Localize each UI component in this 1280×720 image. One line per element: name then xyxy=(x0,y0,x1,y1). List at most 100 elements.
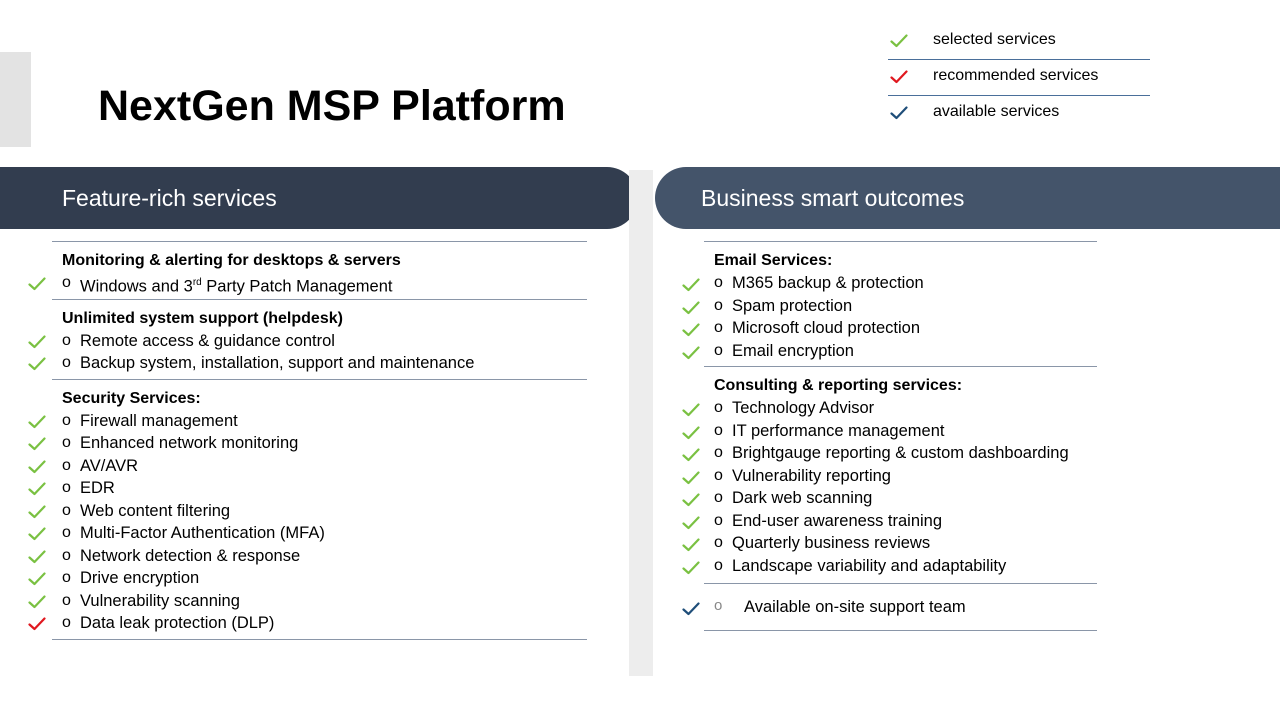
bullet-icon: o xyxy=(714,597,723,614)
legend-label: selected services xyxy=(933,31,1056,48)
bullet-icon: o xyxy=(62,434,71,451)
check-icon xyxy=(28,482,46,496)
section-title: Consulting & reporting services: xyxy=(714,377,963,394)
service-label-sup: rd xyxy=(192,277,202,288)
check-icon xyxy=(682,345,700,360)
service-item: o Vulnerability scanning xyxy=(28,590,587,613)
service-item: o Web content filtering xyxy=(28,500,587,523)
bullet-icon: o xyxy=(62,501,71,519)
bullet-icon: o xyxy=(62,479,71,496)
service-item: o Data leak protection (DLP) xyxy=(28,612,587,635)
service-section: Monitoring & alerting for desktops & ser… xyxy=(28,241,587,299)
title-rest: Platform xyxy=(379,82,566,130)
service-label: Email encryption xyxy=(732,341,854,360)
accent-block xyxy=(0,52,31,147)
legend: selected services recommended services a… xyxy=(888,24,1150,132)
bullet-icon: o xyxy=(62,524,71,541)
legend-label: recommended services xyxy=(933,67,1099,84)
service-label: Web content filtering xyxy=(80,501,231,520)
bullet-icon: o xyxy=(714,296,723,314)
service-label: Enhanced network monitoring xyxy=(80,434,299,452)
section-title: Security Services: xyxy=(62,389,201,407)
check-icon xyxy=(28,334,46,349)
service-label: Technology Advisor xyxy=(732,399,875,417)
check-icon xyxy=(682,323,700,337)
bullet-icon: o xyxy=(62,354,71,371)
service-label: Vulnerability scanning xyxy=(80,591,240,610)
service-label: Remote access & guidance control xyxy=(80,331,335,350)
service-label: Quarterly business reviews xyxy=(732,534,931,552)
banner-feature-rich-services: Feature-rich services xyxy=(0,167,638,229)
bullet-icon: o xyxy=(714,511,723,529)
check-icon xyxy=(682,538,700,552)
check-icon xyxy=(28,549,46,564)
bullet-icon: o xyxy=(62,546,71,564)
check-icon xyxy=(28,357,46,371)
service-label: EDR xyxy=(80,479,115,497)
bullet-icon: o xyxy=(714,319,723,336)
feature-services-column: Monitoring & alerting for desktops & ser… xyxy=(28,241,587,640)
check-icon xyxy=(682,278,700,292)
onsite-support-row: o Available on-site support team xyxy=(682,583,1097,631)
bullet-icon: o xyxy=(714,421,723,439)
check-icon xyxy=(890,34,908,48)
service-label: Drive encryption xyxy=(80,569,200,587)
check-icon xyxy=(28,459,46,474)
check-icon xyxy=(682,403,700,417)
bullet-icon: o xyxy=(714,341,723,359)
service-label: Data leak protection (DLP) xyxy=(80,614,275,632)
service-label: Backup system, installation, support and… xyxy=(80,354,475,372)
check-icon xyxy=(682,493,700,507)
service-label-text: Windows and 3 xyxy=(80,277,193,296)
service-item: o Multi-Factor Authentication (MFA) xyxy=(28,522,587,545)
check-icon xyxy=(682,515,700,530)
service-section: Consulting & reporting services: o Technol… xyxy=(682,366,1097,581)
check-icon xyxy=(28,572,46,586)
banner-business-smart-outcomes: Business smart outcomes xyxy=(655,167,1280,229)
check-icon xyxy=(682,470,700,485)
service-label: Landscape variability and adaptability xyxy=(732,556,1007,575)
check-icon xyxy=(28,617,46,631)
service-label: IT performance management xyxy=(732,421,945,440)
bullet-icon: o xyxy=(714,489,723,506)
bullet-icon: o xyxy=(62,569,71,586)
bullet-icon: o xyxy=(62,274,71,291)
legend-item-available: available services xyxy=(888,96,1150,132)
service-label: Dark web scanning xyxy=(732,489,873,507)
column-divider xyxy=(629,170,653,676)
service-label: Firewall management xyxy=(80,411,238,430)
bullet-icon: o xyxy=(62,591,71,609)
service-item: o Drive encryption xyxy=(28,567,587,590)
section-title: Unlimited system support (helpdesk) xyxy=(62,309,343,327)
bullet-icon: o xyxy=(714,466,723,484)
check-icon xyxy=(28,504,46,519)
bullet-icon: o xyxy=(62,614,71,631)
check-icon xyxy=(682,560,700,575)
onsite-support-label: Available on-site support team xyxy=(744,598,966,616)
check-icon xyxy=(28,594,46,609)
service-label: Brightgauge reporting & custom dashboard… xyxy=(732,444,1069,462)
check-icon xyxy=(682,602,700,616)
service-item: o EDR xyxy=(28,477,587,500)
service-item: o Enhanced network monitoring xyxy=(28,432,587,455)
section-title: Monitoring & alerting for desktops & ser… xyxy=(62,252,401,269)
service-label: Windows and 3rd Party Patch Management xyxy=(80,272,392,298)
title-bold: NextGen MSP xyxy=(98,82,380,130)
check-icon xyxy=(28,277,46,291)
service-item: o Windows and 3rd Party Patch Management xyxy=(28,272,587,298)
service-label: AV/AVR xyxy=(80,456,139,475)
check-icon xyxy=(28,414,46,429)
service-label: Multi-Factor Authentication (MFA) xyxy=(80,524,325,542)
check-icon xyxy=(28,527,46,541)
check-icon xyxy=(28,437,46,451)
